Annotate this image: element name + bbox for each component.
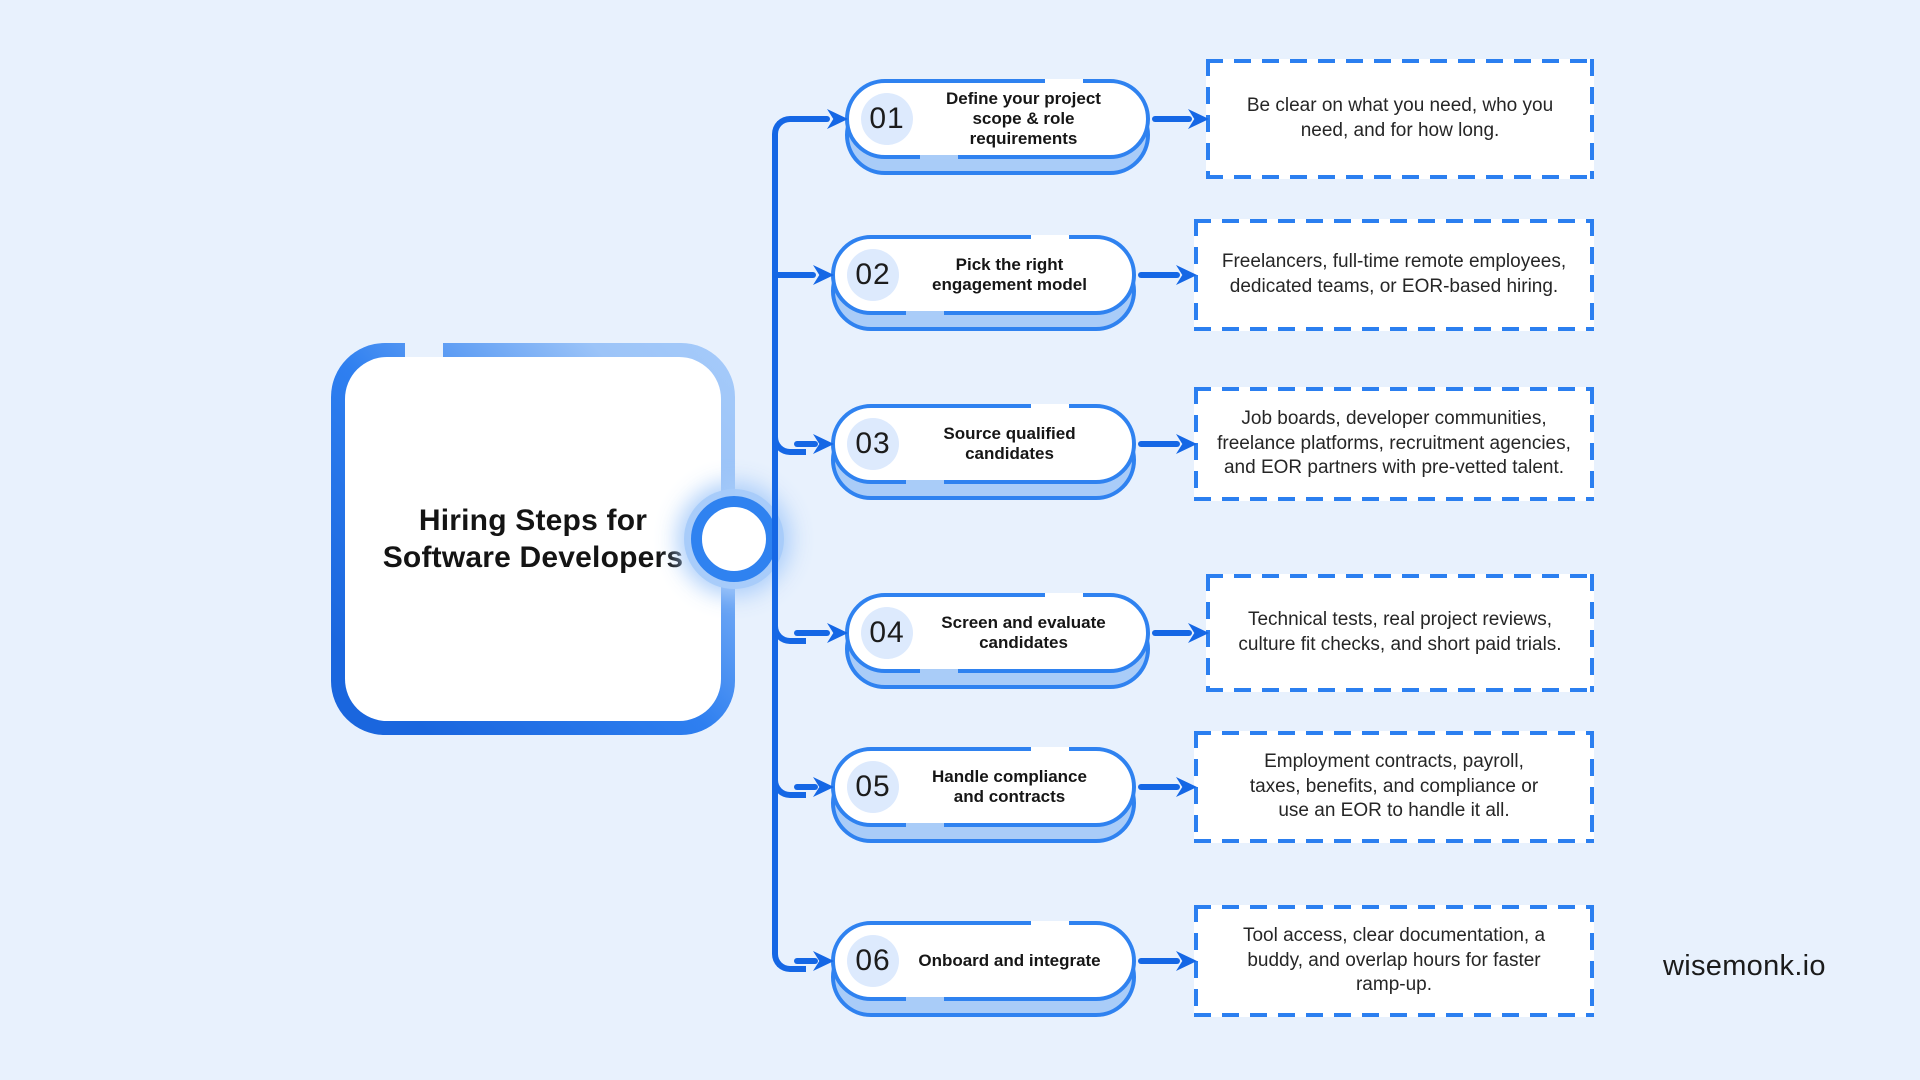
step-title: Source qualified candidates bbox=[943, 423, 1076, 463]
pill-border-gap bbox=[1045, 79, 1084, 83]
link-line-step2 bbox=[1138, 272, 1180, 278]
pill-front: 03 Source qualified candidates bbox=[831, 404, 1136, 484]
step-number: 05 bbox=[855, 770, 891, 803]
pill-border-gap bbox=[1045, 593, 1084, 597]
step-number-badge: 03 bbox=[847, 418, 899, 470]
pill-border-gap bbox=[906, 311, 945, 315]
brand-label: wisemonk.io bbox=[1663, 950, 1826, 982]
link-line-step3 bbox=[1138, 441, 1180, 447]
branch-line-step6 bbox=[794, 958, 818, 964]
step-description: Employment contracts, payroll, taxes, be… bbox=[1249, 750, 1539, 822]
step-number-badge: 02 bbox=[847, 249, 899, 301]
central-topic-card: Hiring Steps for Software Developers bbox=[331, 343, 735, 735]
pill-border-gap bbox=[920, 669, 959, 673]
step-pill-6: 06 Onboard and integrate bbox=[831, 921, 1136, 1017]
card-border-gap bbox=[405, 343, 443, 357]
step-description-box-1: Be clear on what you need, who you need,… bbox=[1206, 59, 1594, 179]
link-line-step5 bbox=[1138, 784, 1180, 790]
step-title: Pick the right engagement model bbox=[932, 254, 1087, 294]
step-description-box-2: Freelancers, full-time remote employees,… bbox=[1194, 219, 1594, 331]
pill-border-gap bbox=[906, 997, 945, 1001]
step-title: Handle compliance and contracts bbox=[932, 766, 1087, 806]
pill-front: 02 Pick the right engagement model bbox=[831, 235, 1136, 315]
step-description: Job boards, developer communities, freel… bbox=[1217, 407, 1571, 479]
step-description-box-4: Technical tests, real project reviews, c… bbox=[1206, 574, 1594, 692]
step-number-badge: 05 bbox=[847, 761, 899, 813]
branch-line-step3 bbox=[794, 441, 818, 447]
step-title: Define your project scope & role require… bbox=[946, 88, 1101, 149]
step-pill-1: 01 Define your project scope & role requ… bbox=[845, 79, 1150, 175]
central-topic-card-inner: Hiring Steps for Software Developers bbox=[345, 357, 721, 721]
step-description: Freelancers, full-time remote employees,… bbox=[1221, 251, 1567, 297]
pill-front: 05 Handle compliance and contracts bbox=[831, 747, 1136, 827]
pill-border-gap bbox=[1031, 747, 1070, 751]
pill-front: 01 Define your project scope & role requ… bbox=[845, 79, 1150, 159]
step-pill-2: 02 Pick the right engagement model bbox=[831, 235, 1136, 331]
step-number-badge: 04 bbox=[861, 607, 913, 659]
step-description: Be clear on what you need, who you need,… bbox=[1246, 95, 1554, 141]
branch-line-step4 bbox=[794, 630, 830, 636]
branch-line-step1 bbox=[794, 116, 830, 122]
pill-border-gap bbox=[906, 823, 945, 827]
pill-border-gap bbox=[906, 480, 945, 484]
connector-elbow-step6 bbox=[772, 940, 806, 972]
step-description: Technical tests, real project reviews, c… bbox=[1238, 609, 1562, 655]
step-description-box-6: Tool access, clear documentation, a budd… bbox=[1194, 905, 1594, 1017]
step-number-badge: 06 bbox=[847, 935, 899, 987]
step-number: 06 bbox=[855, 944, 891, 977]
connector-hub-circle bbox=[691, 496, 777, 582]
step-pill-5: 05 Handle compliance and contracts bbox=[831, 747, 1136, 843]
pill-border-gap bbox=[1031, 235, 1070, 239]
step-number: 03 bbox=[855, 427, 891, 460]
step-number-badge: 01 bbox=[861, 93, 913, 145]
step-title: Onboard and integrate bbox=[918, 950, 1101, 970]
connector-elbow-step4 bbox=[772, 612, 806, 644]
step-title: Screen and evaluate candidates bbox=[941, 612, 1106, 652]
connector-elbow-step1 bbox=[772, 116, 806, 150]
diagram-title: Hiring Steps for Software Developers bbox=[382, 503, 684, 575]
connector-elbow-step5 bbox=[772, 766, 806, 798]
link-line-step1 bbox=[1152, 116, 1192, 122]
pill-border-gap bbox=[1031, 404, 1070, 408]
step-number: 01 bbox=[869, 102, 905, 135]
step-description-box-5: Employment contracts, payroll, taxes, be… bbox=[1194, 731, 1594, 843]
connector-spine bbox=[772, 136, 778, 944]
link-line-step6 bbox=[1138, 958, 1180, 964]
step-description: Tool access, clear documentation, a budd… bbox=[1242, 924, 1546, 996]
branch-line-step5 bbox=[794, 784, 818, 790]
step-number: 02 bbox=[855, 258, 891, 291]
link-line-step4 bbox=[1152, 630, 1192, 636]
connector-elbow-step3 bbox=[772, 423, 806, 455]
pill-border-gap bbox=[1031, 921, 1070, 925]
pill-front: 04 Screen and evaluate candidates bbox=[845, 593, 1150, 673]
step-description-box-3: Job boards, developer communities, freel… bbox=[1194, 387, 1594, 501]
branch-line-step2 bbox=[774, 272, 816, 278]
step-pill-4: 04 Screen and evaluate candidates bbox=[845, 593, 1150, 689]
step-pill-3: 03 Source qualified candidates bbox=[831, 404, 1136, 500]
pill-border-gap bbox=[920, 155, 959, 159]
step-number: 04 bbox=[869, 616, 905, 649]
pill-front: 06 Onboard and integrate bbox=[831, 921, 1136, 1001]
